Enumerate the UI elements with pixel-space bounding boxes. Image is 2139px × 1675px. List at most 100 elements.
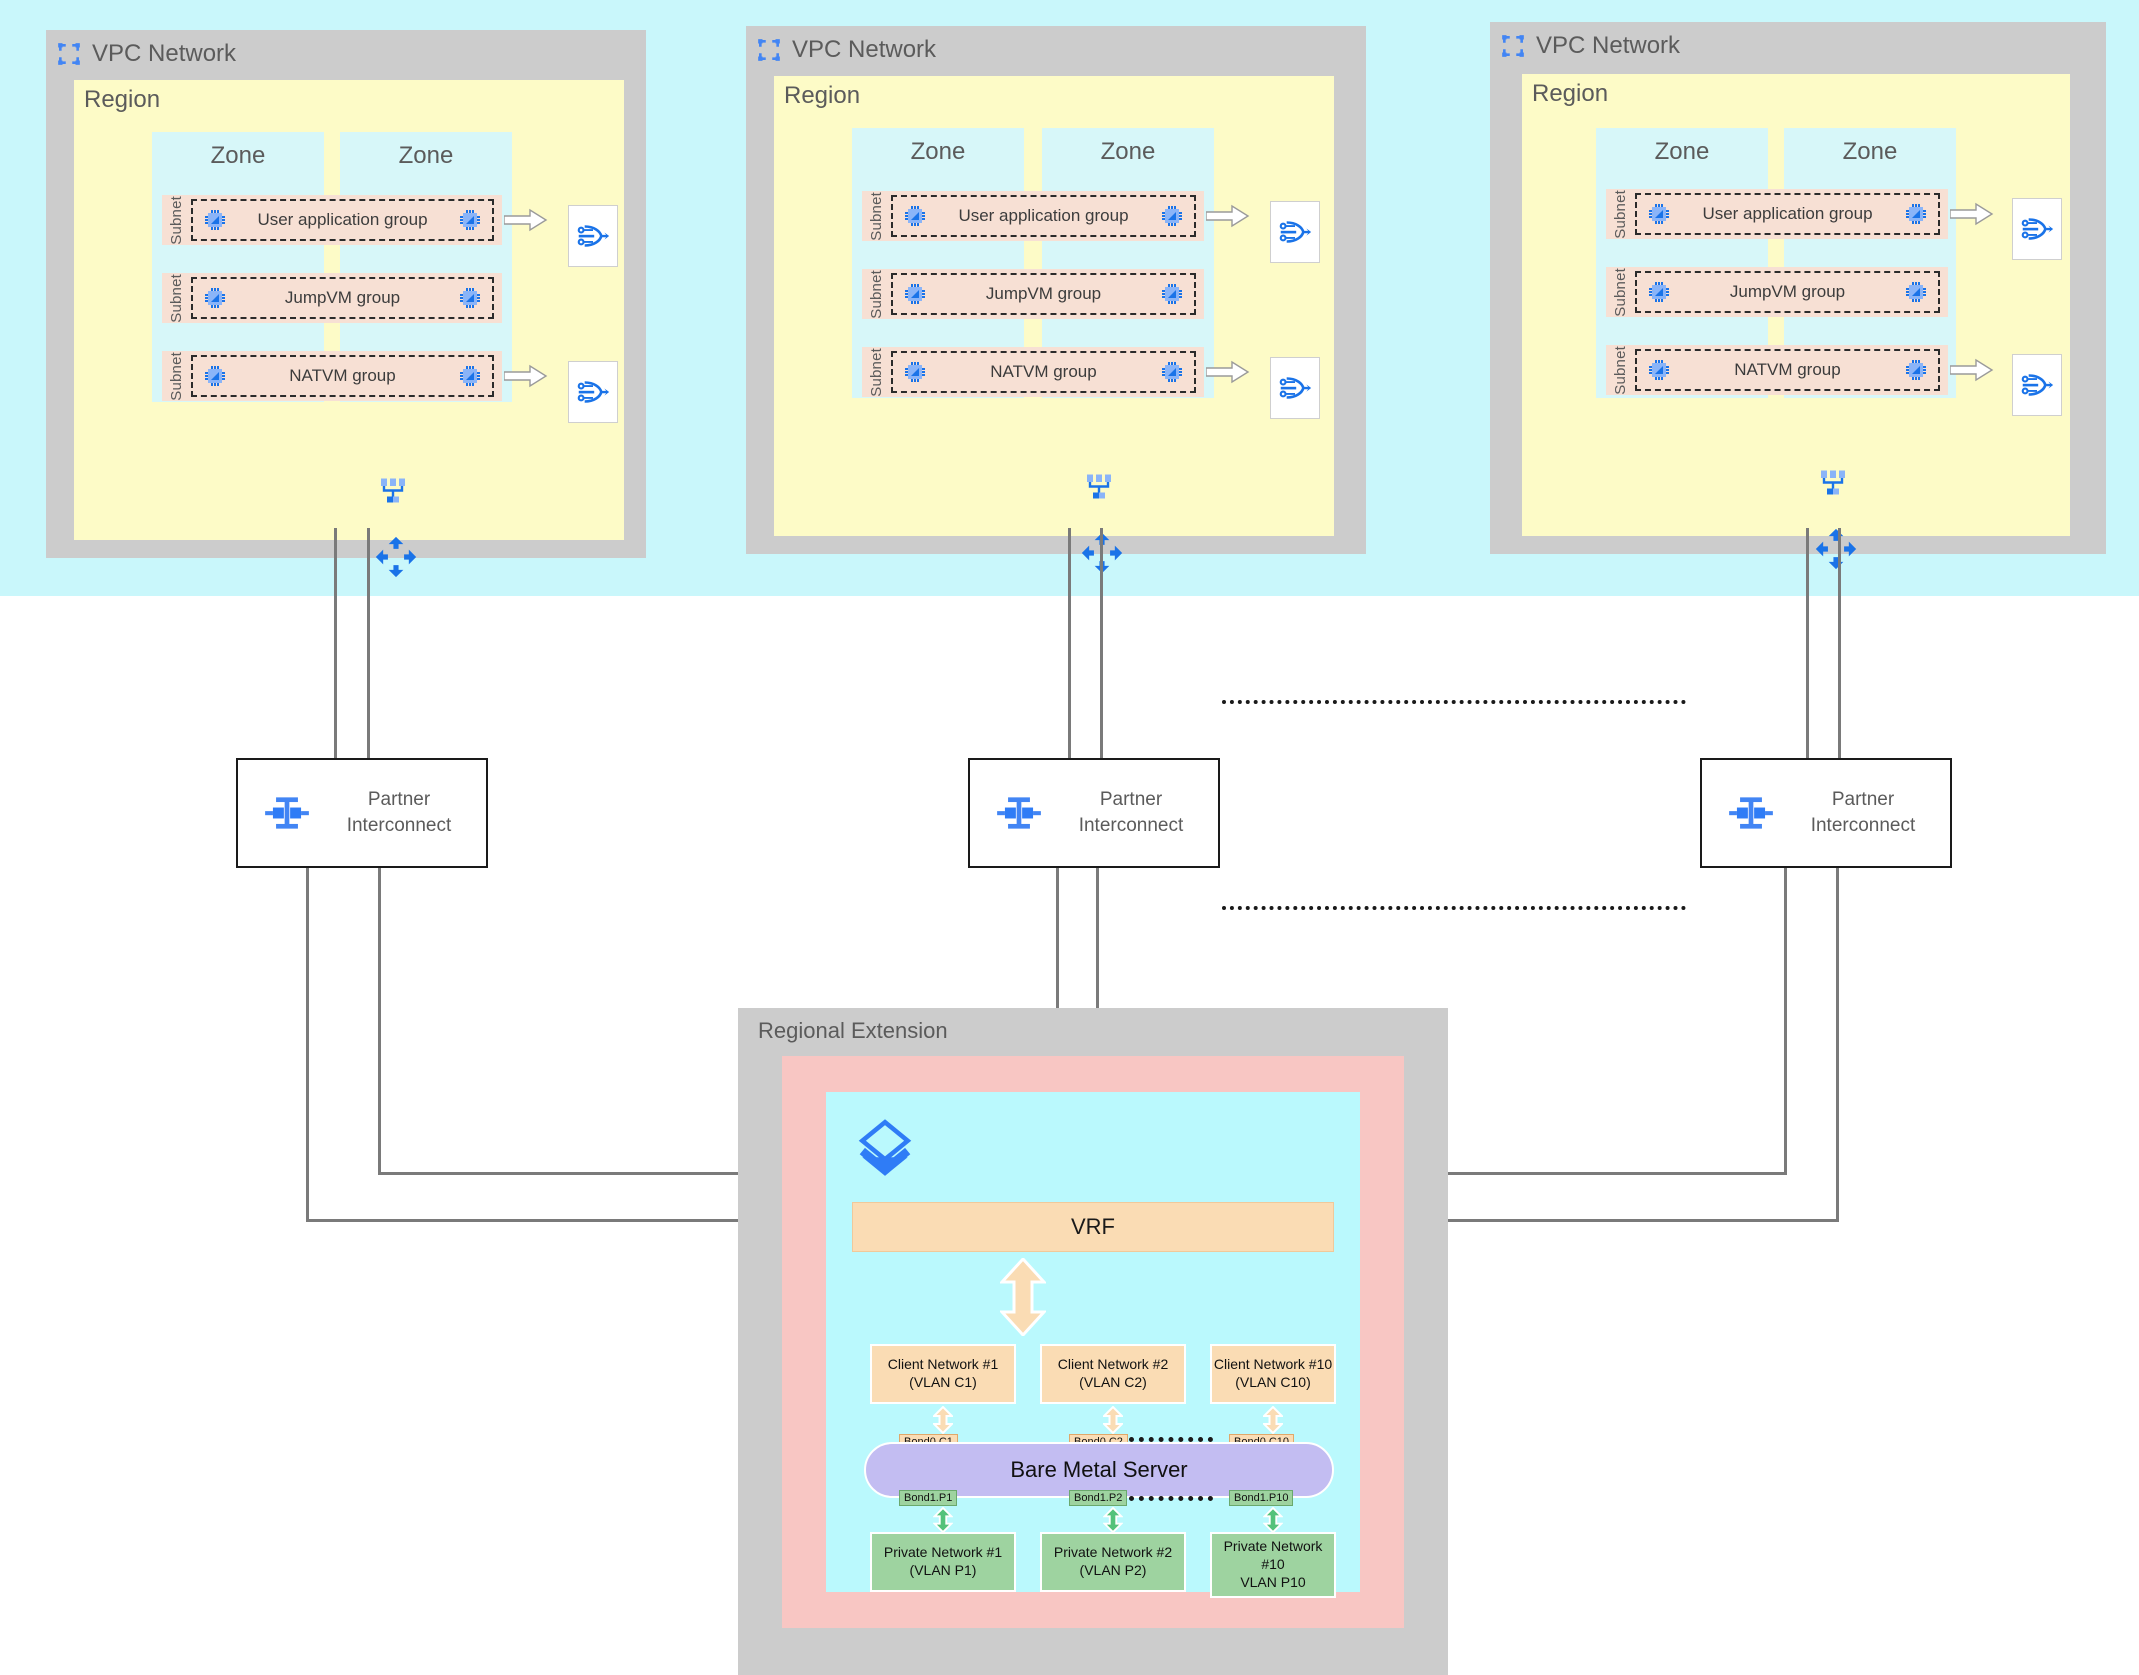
vm-instance-icon (205, 288, 225, 308)
subnet-label-1-1: Subnet (168, 273, 185, 323)
partner-interconnect-1[interactable]: Partner Interconnect (236, 758, 488, 868)
connector-vpc1-pi-right (367, 528, 370, 758)
client-network-2-line2: (VLAN C2) (1079, 1374, 1147, 1390)
subnet-row-2-0: Subnet User application group (862, 191, 1204, 241)
cloud-nat-3-bottom (2012, 354, 2062, 416)
bidirectional-arrow-icon (933, 1507, 953, 1533)
private-network-2: Private Network #2 (VLAN P2) (1040, 1532, 1186, 1592)
vm-instance-icon (1162, 206, 1182, 226)
vm-instance-icon (1906, 360, 1926, 380)
cloud-router-icon (375, 536, 417, 578)
subnet-label-2-2: Subnet (868, 347, 885, 397)
group-label-1-1: JumpVM group (284, 288, 401, 307)
vm-instance-icon (1906, 204, 1926, 224)
private-network-2-line2: (VLAN P2) (1079, 1562, 1147, 1578)
zone-label-3b: Zone (1842, 138, 1898, 165)
subnet-label-2-1: Subnet (868, 269, 885, 319)
route-pi1-b-horizontal (378, 1172, 846, 1175)
vpc-network-icon (758, 39, 780, 61)
client-ellipsis (1129, 1437, 1213, 1442)
vm-instance-icon (1649, 282, 1669, 302)
subnet-row-1-2: Subnet NATVM group (162, 351, 502, 401)
route-pi1-b-vertical (378, 868, 381, 1175)
bidirectional-arrow-icon (1263, 1406, 1283, 1434)
subnet-row-3-0: Subnet User application group (1606, 189, 1948, 239)
route-pi3-b-vertical (1836, 868, 1839, 1222)
instance-group-1-2: NATVM group (191, 355, 494, 397)
instance-group-3-2: NATVM group (1635, 349, 1940, 391)
flow-arrow-icon (1950, 202, 1994, 226)
pi-line1: Partner (1099, 789, 1163, 811)
bidirectional-arrow-icon (933, 1406, 953, 1434)
zone-label-1a: Zone (210, 142, 266, 169)
instance-group-2-2: NATVM group (891, 351, 1196, 393)
partner-interconnect-label-2: Partner Interconnect (1044, 787, 1218, 838)
partner-interconnect-label-3: Partner Interconnect (1776, 787, 1950, 838)
flow-arrow-icon (504, 364, 548, 388)
instance-group-2-0: User application group (891, 195, 1196, 237)
vrf-label: VRF (1071, 1214, 1115, 1239)
connector-vpc2-pi-right (1100, 528, 1103, 758)
client-network-1: Client Network #1 (VLAN C1) (870, 1344, 1016, 1404)
vm-instance-icon (205, 210, 225, 230)
instance-group-3-1: JumpVM group (1635, 271, 1940, 313)
subnet-label-1-0: Subnet (168, 195, 185, 245)
group-label-2-0: User application group (958, 206, 1129, 225)
load-balancer-icon (381, 478, 405, 503)
region-label-3: Region (1532, 80, 1609, 107)
flow-arrow-icon (504, 208, 548, 232)
cloud-nat-2-bottom (1270, 357, 1320, 419)
regional-extension: Regional Extension VRF Client Network #1 (738, 1008, 1448, 1675)
subnet-label-2-0: Subnet (868, 191, 885, 241)
client-network-10-line1: Client Network #10 (1213, 1356, 1333, 1373)
route-pi3-a-vertical (1784, 868, 1787, 1175)
zone-label-1b: Zone (398, 142, 454, 169)
client-network-1-line2: (VLAN C1) (909, 1374, 977, 1390)
vpc-title-3: VPC Network (1536, 32, 1681, 59)
cloud-nat-icon (577, 225, 610, 247)
ellipsis-separator-top (1222, 700, 1686, 704)
vrf-box: VRF (852, 1202, 1334, 1252)
subnet-row-2-2: Subnet NATVM group (862, 347, 1204, 397)
subnet-label-1-2: Subnet (168, 351, 185, 401)
client-network-1-line1: Client Network #1 (887, 1356, 999, 1373)
bidirectional-arrow-icon (1103, 1507, 1123, 1533)
pi-line2: Interconnect (1078, 815, 1184, 836)
subnet-row-1-0: Subnet User application group (162, 195, 502, 245)
instance-group-2-1: JumpVM group (891, 273, 1196, 315)
regional-extension-cyan-layer: VRF Client Network #1 (VLAN C1) Bond0.C1 (826, 1092, 1360, 1598)
cloud-nat-3-top (2012, 198, 2062, 260)
group-label-1-2: NATVM group (289, 366, 396, 385)
connector-vpc2-pi-left (1068, 528, 1071, 758)
pi-line2: Interconnect (1810, 815, 1916, 836)
region-label-1: Region (84, 86, 161, 113)
bidirectional-arrow-icon (1263, 1507, 1283, 1533)
vpc-network-icon (1502, 35, 1524, 57)
partner-interconnect-2[interactable]: Partner Interconnect (968, 758, 1220, 868)
interconnect-icon (265, 797, 309, 829)
region-2: Region Zone Zone Subnet User application… (774, 76, 1334, 536)
connector-vpc3-pi-right (1838, 528, 1841, 758)
client-network-2: Client Network #2 (VLAN C2) (1040, 1344, 1186, 1404)
group-label-3-2: NATVM group (1734, 360, 1841, 379)
vm-instance-icon (1649, 204, 1669, 224)
vpc-network-1: VPC Network Region Zone Zone Subnet User… (46, 30, 646, 578)
bond-private-2: Bond1.P2 (1069, 1490, 1128, 1506)
client-network-10-line2: (VLAN C10) (1235, 1374, 1311, 1390)
flow-arrow-icon (1950, 358, 1994, 382)
group-label-3-1: JumpVM group (1729, 282, 1846, 301)
vm-instance-icon (905, 206, 925, 226)
vm-instance-icon (460, 210, 480, 230)
cloud-nat-1-bottom (568, 361, 618, 423)
private-network-10-line3: VLAN P10 (1240, 1573, 1306, 1590)
partner-interconnect-3[interactable]: Partner Interconnect (1700, 758, 1952, 868)
vpc-network-2: VPC Network Region Zone Zone Subnet User… (746, 26, 1366, 574)
instance-group-1-1: JumpVM group (191, 277, 494, 319)
private-network-1: Private Network #1 (VLAN P1) (870, 1532, 1016, 1592)
interconnect-icon (997, 797, 1041, 829)
route-pi1-a-vertical (306, 868, 309, 1222)
flow-arrow-icon (1206, 360, 1250, 384)
group-label-2-2: NATVM group (990, 362, 1097, 381)
pi-line1: Partner (367, 789, 431, 811)
vm-instance-icon (460, 288, 480, 308)
